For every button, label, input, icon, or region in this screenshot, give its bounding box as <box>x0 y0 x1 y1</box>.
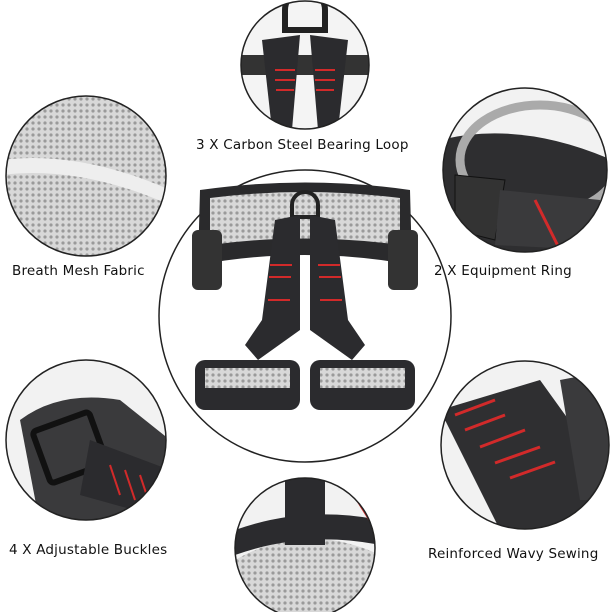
mesh-fabric-detail <box>6 96 166 256</box>
label-equipment-ring: 2 X Equipment Ring <box>434 263 572 279</box>
wavy-sewing-detail <box>441 361 609 529</box>
label-mesh-fabric: Breath Mesh Fabric <box>12 263 145 279</box>
leg-loop-detail <box>235 478 375 612</box>
label-bearing-loop: 3 X Carbon Steel Bearing Loop <box>196 137 409 153</box>
equipment-ring-detail <box>443 88 607 252</box>
harness-main <box>158 169 452 463</box>
bearing-loop-detail <box>241 1 369 129</box>
label-adjustable-buckles: 4 X Adjustable Buckles <box>9 542 168 558</box>
label-wavy-sewing: Reinforced Wavy Sewing <box>428 546 599 562</box>
buckle-detail <box>6 360 166 520</box>
